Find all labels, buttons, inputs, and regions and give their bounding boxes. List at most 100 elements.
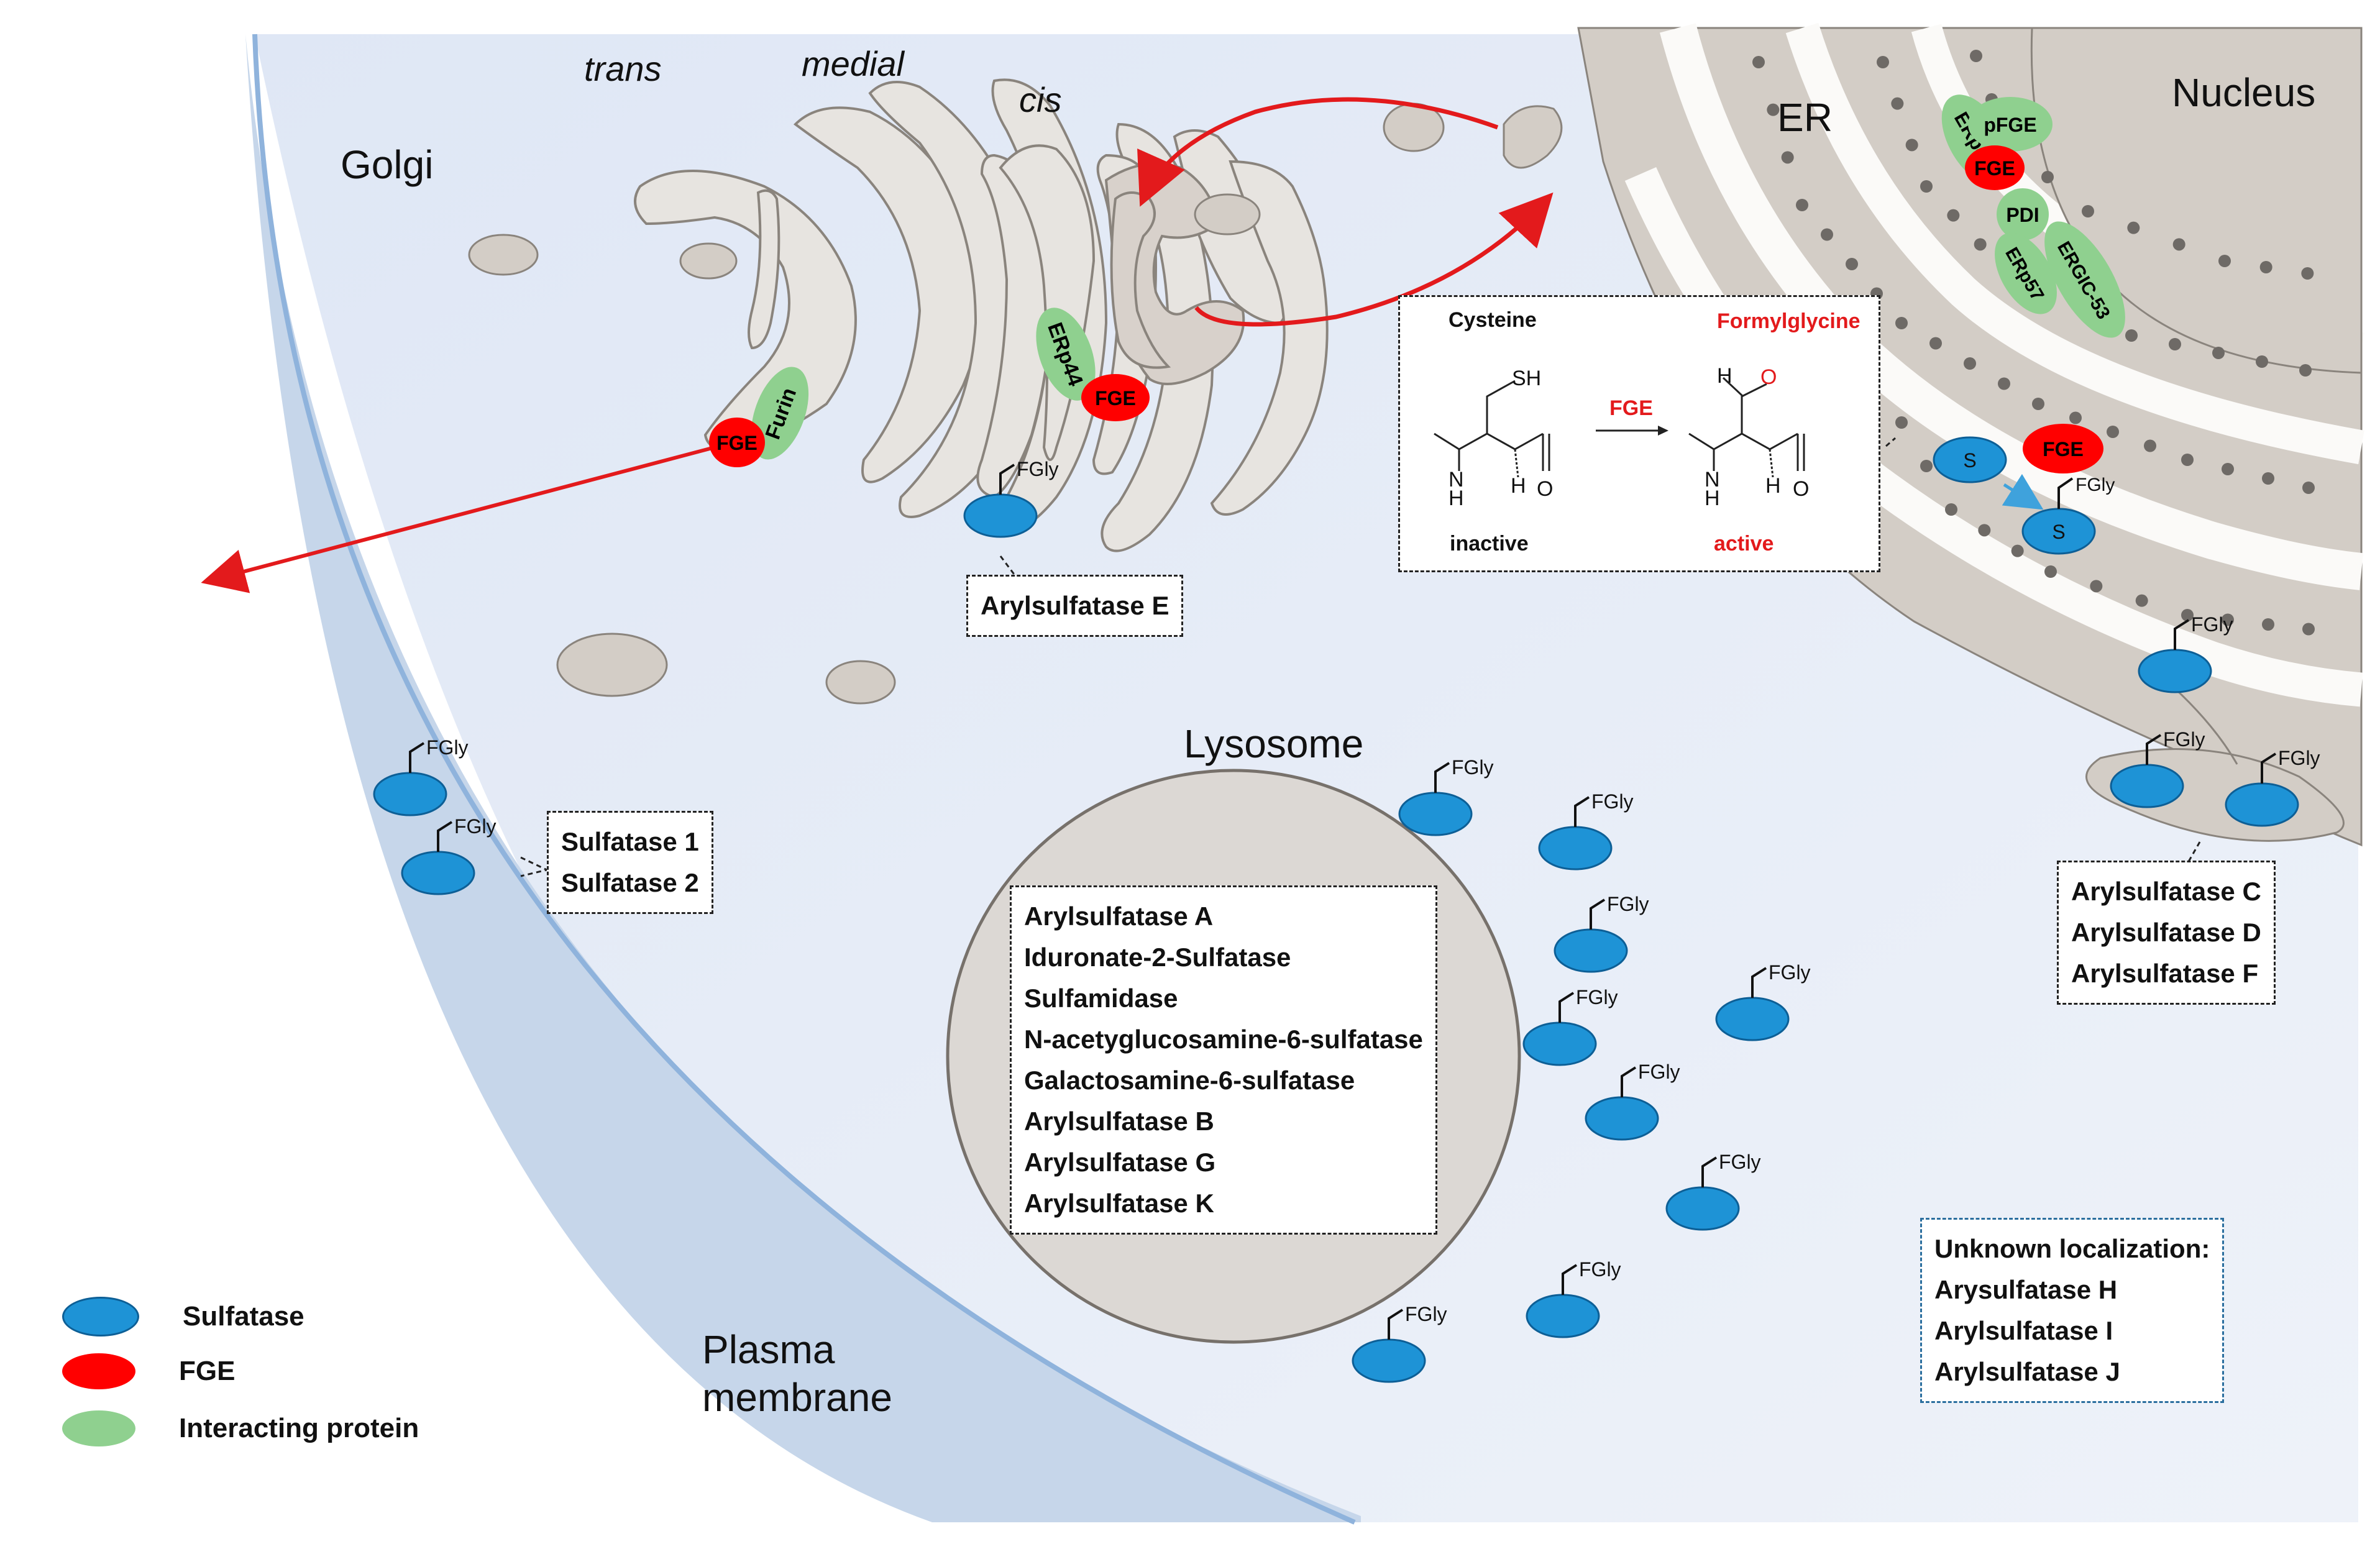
plasma-membrane-label-2: membrane [702, 1375, 892, 1420]
cysteine-title: Cysteine [1449, 308, 1537, 332]
arylsulfatase-e-box: Arylsulfatase E [966, 575, 1184, 637]
sulfatase-1 [963, 493, 1038, 538]
fgly-linker-4 [1434, 762, 1450, 793]
legend-interacting-swatch [62, 1410, 135, 1446]
ribosome-bead-32 [2299, 364, 2312, 377]
ribosome-bead-50 [2135, 594, 2148, 607]
trans-label: trans [584, 49, 662, 88]
plasma-membrane-edge [252, 34, 1356, 1525]
box-line: Arylsulfatase E [981, 591, 1169, 620]
fgly-label-7: FGly [1769, 961, 1811, 984]
h-label-left-n: H [1449, 487, 1464, 510]
legend-interacting: Interacting protein [62, 1410, 419, 1446]
ribosome-bead-3 [1796, 199, 1808, 211]
s-label-2: S [2052, 521, 2065, 543]
fgly-label-6: FGly [1607, 893, 1649, 915]
fgly-linker-6 [1590, 898, 1606, 930]
box-line: Arysulfatase H [1934, 1275, 2118, 1304]
ribosome-bead-54 [2302, 623, 2315, 636]
ribosome-bead-24 [1974, 238, 1987, 251]
sulfatase-3 [401, 851, 475, 895]
er-label: ER [1777, 95, 1833, 140]
fgly-linker-13 [2174, 619, 2190, 650]
ribosome-bead-16 [2222, 463, 2234, 475]
fgly-linker-10 [1701, 1156, 1718, 1187]
legend-fge-swatch [62, 1353, 135, 1389]
legend-fge: FGE [62, 1353, 235, 1389]
arrow-er-to-golgi [1137, 97, 1499, 207]
er-ribosomes [1752, 50, 2315, 636]
nucleus-label: Nucleus [2172, 70, 2316, 115]
fgly-linker-5 [1574, 796, 1590, 827]
ribosome-bead-9 [1964, 357, 1976, 370]
fgly-linker-1 [999, 464, 1015, 495]
legend-fge-label: FGE [179, 1356, 236, 1386]
formylglycine-title: Formylglycine [1717, 309, 1861, 333]
ribosome-bead-46 [1978, 524, 1991, 537]
ribosome-bead-1 [1767, 103, 1780, 116]
legend-sulfatase-label: Sulfatase [183, 1301, 304, 1332]
arrow-golgi-to-er [1194, 192, 1554, 327]
inactive-label: inactive [1450, 532, 1529, 555]
ribosome-bead-11 [2032, 398, 2044, 410]
arrow-golgi-to-membrane [201, 446, 715, 593]
unknown-localization-box: Unknown localization: Arysulfatase H Ary… [1920, 1218, 2225, 1403]
ribosome-bead-37 [2082, 205, 2094, 217]
box-line: Arylsulfatase B [1024, 1107, 1214, 1136]
ribosome-bead-39 [2172, 238, 2185, 251]
sulfatase-11 [1526, 1294, 1600, 1338]
ribosome-bead-53 [2262, 618, 2274, 631]
legend-interacting-label: Interacting protein [179, 1413, 419, 1443]
fgly-label-9: FGly [1638, 1061, 1680, 1083]
ribosome-bead-33 [1970, 50, 1982, 62]
n-label-right: N [1705, 468, 1720, 491]
h-label-aldehyde: H [1717, 364, 1732, 388]
fgly-label-8: FGly [1576, 986, 1618, 1008]
er-sulfatase-box: Arylsulfatase C Arylsulfatase D Arylsulf… [2057, 861, 2276, 1005]
sulfatase-10 [1665, 1186, 1740, 1231]
ribosome-bead-19 [1877, 56, 1889, 68]
sulfatase-2 [373, 772, 447, 816]
fgly-label-14: FGly [2163, 728, 2205, 751]
fgly-label-5: FGly [1591, 790, 1634, 813]
fgly-linker-7 [1751, 967, 1767, 998]
h-label-left-alpha: H [1511, 474, 1526, 498]
lysosome-label: Lysosome [1184, 721, 1364, 766]
ribosome-bead-36 [2041, 171, 2054, 183]
fgly-label-2: FGly [426, 736, 469, 759]
vesicles [468, 103, 1563, 705]
h-label-right-n: H [1705, 487, 1720, 510]
box-line: Sulfamidase [1024, 984, 1178, 1013]
fgly-label-3: FGly [454, 815, 497, 838]
box-line: Galactosamine-6-sulfatase [1024, 1066, 1355, 1095]
ribosome-bead-13 [2107, 426, 2119, 438]
ribosome-bead-30 [2212, 347, 2225, 359]
ribosome-bead-17 [2262, 472, 2274, 485]
box-line: Unknown localization: [1934, 1234, 2210, 1263]
ribosome-bead-20 [1891, 97, 1904, 110]
sh-label: SH [1512, 367, 1542, 390]
legend-sulfatase: Sulfatase [62, 1297, 304, 1337]
ribosome-bead-8 [1929, 337, 1942, 350]
ribosome-bead-18 [2302, 482, 2315, 494]
ribosome-bead-7 [1895, 317, 1908, 329]
ribosome-bead-22 [1920, 180, 1933, 193]
sulfatase-8 [1522, 1021, 1597, 1066]
sulfatase-7 [1715, 997, 1790, 1041]
fgly-label-4: FGly [1452, 756, 1494, 779]
sulfatase-12 [1352, 1338, 1426, 1383]
lysosome-sulfatase-box: Arylsulfatase A Iduronate-2-Sulfatase Su… [1010, 885, 1437, 1235]
ribosome-bead-38 [2127, 221, 2140, 234]
fge-golgi-cis-label: FGE [1095, 387, 1136, 409]
plasma-membrane [245, 34, 1361, 1522]
box-line: Sulfatase 2 [561, 868, 699, 897]
fgly-linker-2 [409, 742, 425, 773]
box-line: Arylsulfatase J [1934, 1357, 2120, 1386]
ribosome-bead-49 [2090, 580, 2103, 593]
box-line: Arylsulfatase K [1024, 1189, 1214, 1218]
sulfatase-14 [2110, 764, 2184, 808]
fge-er-label: FGE [1974, 157, 2015, 180]
legend-sulfatase-swatch [62, 1297, 139, 1337]
fgly-linker-15 [2261, 752, 2277, 784]
